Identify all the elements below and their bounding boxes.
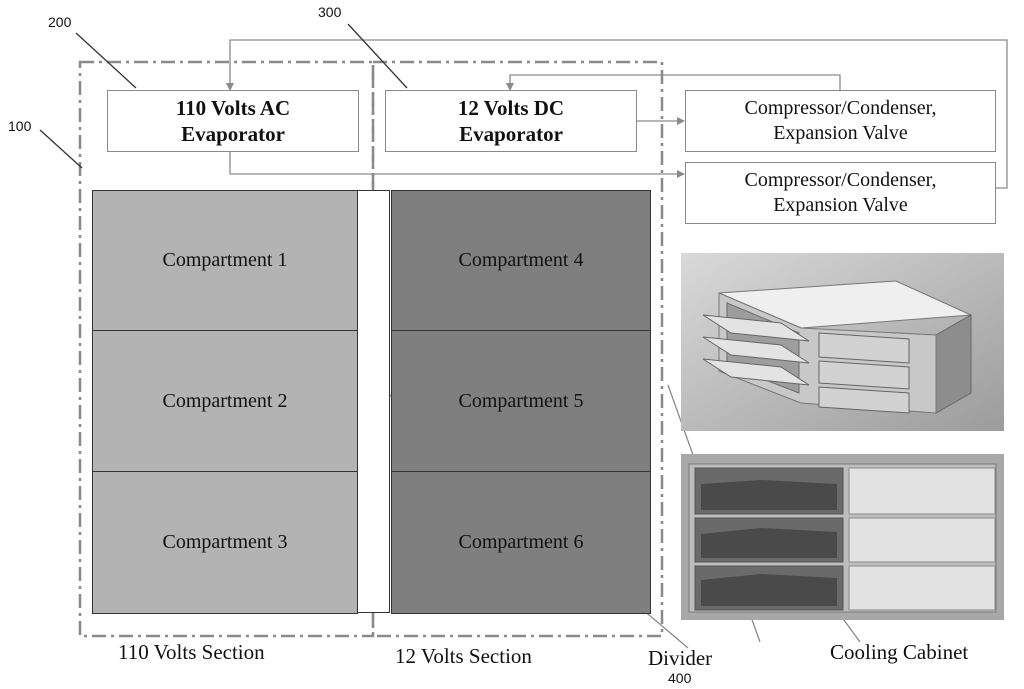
ref-400: 400 <box>668 670 692 686</box>
compartment-5: Compartment 5 <box>391 330 651 472</box>
compartment-2: Compartment 2 <box>92 330 358 472</box>
line-comp-bottom-to-ac-evap <box>226 39 1008 189</box>
compartment-1: Compartment 1 <box>92 190 358 331</box>
leader-100 <box>39 129 83 169</box>
compressor-box-bottom: Compressor/Condenser, Expansion Valve <box>685 162 996 224</box>
cooling-cabinet-front-image <box>681 454 1004 620</box>
dc-evaporator-box: 12 Volts DC Evaporator <box>385 90 637 152</box>
ref-300: 300 <box>318 4 342 20</box>
line-ac-evap-to-comp-bottom <box>229 150 685 178</box>
compressor-box-top: Compressor/Condenser, Expansion Valve <box>685 90 996 152</box>
divider-bar <box>357 190 390 613</box>
divider-label: Divider <box>648 646 713 670</box>
ac-evaporator-box: 110 Volts AC Evaporator <box>107 90 359 152</box>
ref-100: 100 <box>8 118 32 134</box>
leader-300 <box>347 23 408 89</box>
leader-200 <box>75 32 137 89</box>
compartment-3: Compartment 3 <box>92 471 358 614</box>
line-comp-top-to-dc-evap <box>506 74 841 91</box>
section-110-label: 110 Volts Section <box>118 640 265 664</box>
cooling-cabinet-label: Cooling Cabinet <box>830 640 969 664</box>
compartment-6: Compartment 6 <box>391 471 651 614</box>
section-12-label: 12 Volts Section <box>395 644 532 668</box>
compartment-4: Compartment 4 <box>391 190 651 331</box>
ref-200: 200 <box>48 14 72 30</box>
cooling-cabinet-3d-image <box>681 253 1004 431</box>
